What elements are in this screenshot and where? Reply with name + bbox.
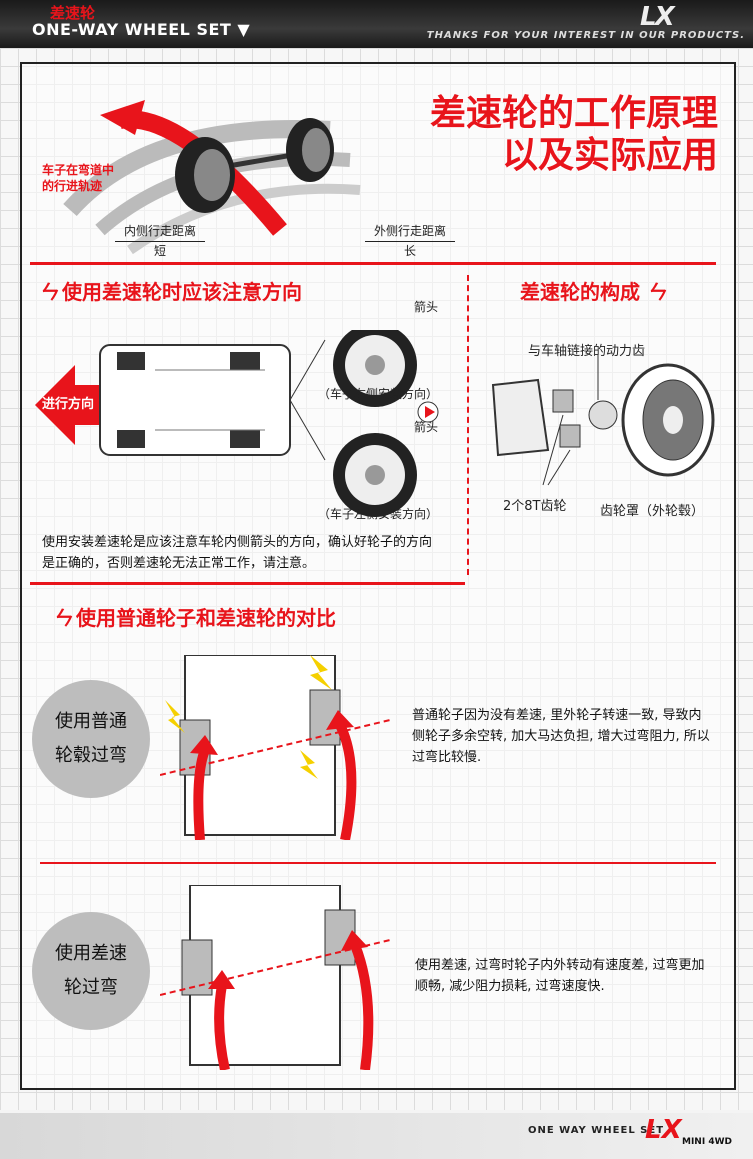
footer-product: ONE WAY WHEEL SET xyxy=(528,1125,665,1136)
normal-wheel-circle: 使用普通轮毂过弯 xyxy=(32,680,150,798)
zigzag-icon: ㄣ xyxy=(38,280,58,304)
normal-wheel-diagram xyxy=(160,655,390,840)
main-panel xyxy=(20,62,736,1090)
structure-heading: 差速轮的构成 xyxy=(520,280,640,304)
footer-brand: LX xyxy=(645,1115,682,1145)
diff-circle-label: 使用差速轮过弯 xyxy=(55,943,127,998)
gear-label: 与车轴链接的动力齿 xyxy=(528,344,646,359)
right-wheel-caption: （车子右侧安装方向） xyxy=(318,387,439,401)
direction-heading: 使用差速轮时应该注意方向 xyxy=(62,280,302,304)
track-label: 车子在弯道中 的行进轨迹 xyxy=(42,163,115,193)
footer-brand-sub: MINI 4WD xyxy=(682,1137,732,1147)
header-bar: 差速轮 ONE-WAY WHEEL SET ▼ LX THANKS FOR YO… xyxy=(0,0,753,48)
outer-distance: 外侧行走距离 长 xyxy=(365,222,455,259)
diff-wheel-diagram xyxy=(160,885,390,1070)
header-section-en: ONE-WAY WHEEL SET ▼ xyxy=(32,20,251,39)
diff-wheel-circle: 使用差速轮过弯 xyxy=(32,912,150,1030)
axle-diagram xyxy=(63,100,361,255)
outer-value: 长 xyxy=(403,244,416,258)
direction-label: 进行方向 xyxy=(42,397,95,412)
header-thanks: THANKS FOR YOUR INTEREST IN OUR PRODUCTS… xyxy=(426,30,745,41)
inner-distance: 内侧行走距离 短 xyxy=(115,222,205,259)
direction-note: 使用安装差速轮是应该注意车轮内侧箭头的方向，确认好轮子的方向是正确的，否则差速轮… xyxy=(42,535,433,571)
arrow-label-top: 箭头 xyxy=(414,300,439,314)
header-logo: LX xyxy=(640,2,675,32)
cover-label: 齿轮罩（外轮毂） xyxy=(600,504,705,519)
gears-8t-label: 2个8T齿轮 xyxy=(503,499,567,514)
header-section-zh: 差速轮 xyxy=(50,4,96,22)
footer-bar: ONE WAY WHEEL SET LX MINI 4WD xyxy=(0,1113,753,1159)
direction-heading-wrap: ㄣ使用差速轮时应该注意方向 xyxy=(38,276,302,305)
zigzag-icon: ㄣ xyxy=(646,280,666,304)
inner-value: 短 xyxy=(153,244,166,258)
chassis-diagram xyxy=(35,330,439,517)
main-title-line1: 差速轮的工作原理 xyxy=(429,93,718,134)
inner-label: 内侧行走距离 xyxy=(115,222,205,242)
left-wheel-caption: （车子左侧安装方向） xyxy=(318,507,439,521)
main-title-line2: 以及实际应用 xyxy=(501,135,718,176)
gear-diagram xyxy=(491,355,715,486)
vertical-divider xyxy=(467,275,469,575)
compare-heading: 使用普通轮子和差速轮的对比 xyxy=(76,606,336,630)
zigzag-icon: ㄣ xyxy=(52,606,72,630)
arrow-label-bottom: 箭头 xyxy=(414,420,439,434)
compare-heading-wrap: ㄣ使用普通轮子和差速轮的对比 xyxy=(52,602,336,631)
normal-wheel-text: 普通轮子因为没有差速, 里外轮子转速一致, 导致内侧轮子多余空转, 加大马达负担… xyxy=(412,708,710,765)
divider-2 xyxy=(30,582,465,585)
outer-label: 外侧行走距离 xyxy=(365,222,455,242)
divider-3 xyxy=(40,862,716,864)
normal-circle-label: 使用普通轮毂过弯 xyxy=(55,711,127,766)
divider-1 xyxy=(30,262,716,265)
structure-heading-wrap: 差速轮的构成ㄣ xyxy=(520,276,670,305)
diff-wheel-text: 使用差速, 过弯时轮子内外转动有速度差, 过弯更加顺畅, 减少阻力损耗, 过弯速… xyxy=(415,958,705,994)
